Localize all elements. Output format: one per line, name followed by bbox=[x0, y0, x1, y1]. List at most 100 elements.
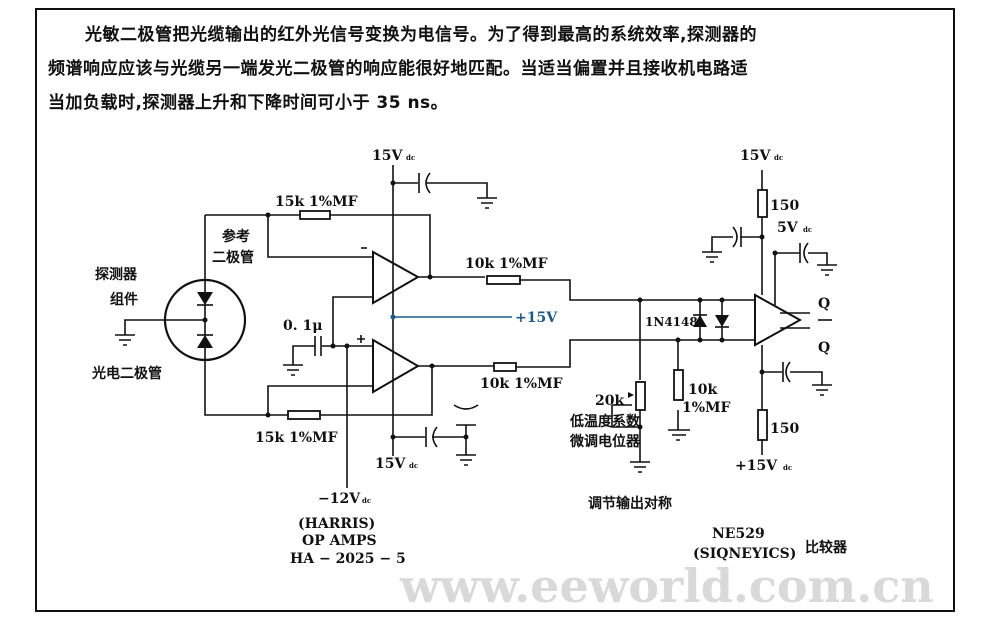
label-pot-value: 20k bbox=[595, 393, 624, 409]
resistor-10k-load bbox=[673, 369, 684, 401]
comparator-ne529 bbox=[754, 293, 803, 347]
node bbox=[637, 297, 643, 303]
bottom-feedback-wire bbox=[267, 366, 433, 416]
description-line-1: 光敏二极管把光缆输出的红外光信号变换为电信号。为了得到最高的系统效率,探测器的 bbox=[85, 25, 757, 45]
opamp-2 bbox=[372, 338, 420, 394]
label-15v-top: 15V bbox=[372, 148, 403, 164]
capacitor-0.1u bbox=[314, 336, 322, 356]
node bbox=[719, 337, 725, 343]
description-line-3: 当加负载时,探测器上升和下降时间可小于 35 ns。 bbox=[48, 93, 449, 113]
node bbox=[637, 424, 643, 430]
subscript: dc bbox=[409, 461, 418, 470]
resistor-10k-1 bbox=[486, 275, 521, 285]
label-q-bar: Q bbox=[818, 340, 830, 356]
photodiode-icon bbox=[197, 334, 213, 348]
node bbox=[265, 412, 271, 418]
node bbox=[202, 317, 208, 323]
node bbox=[697, 297, 703, 303]
description-line-2: 频谱响应应该与光缆另一端发光二极管的响应能很好地匹配。当适当偏置并且接收机电路适 bbox=[48, 59, 748, 79]
potentiometer-20k bbox=[635, 381, 646, 411]
label-reference-diode: 二极管 bbox=[212, 249, 254, 266]
resistor-150-bottom bbox=[757, 409, 768, 441]
label-r-out2: 10k 1%MF bbox=[480, 376, 563, 392]
label-r-bottom: 15k 1%MF bbox=[255, 430, 338, 446]
label-r-top: 15k 1%MF bbox=[275, 194, 358, 210]
opamp-type: OP AMPS bbox=[302, 533, 377, 549]
label-reference: 参考 bbox=[222, 228, 250, 245]
comparator-part: NE529 bbox=[712, 526, 765, 542]
subscript: dc bbox=[362, 496, 371, 505]
label-15v-bottom: 15V bbox=[375, 456, 406, 472]
ground-icon bbox=[456, 197, 497, 466]
label-diode: 1N4148 bbox=[645, 315, 698, 329]
subscript: dc bbox=[783, 463, 792, 472]
node bbox=[330, 343, 336, 349]
capacitor-bottom bbox=[425, 426, 438, 448]
node bbox=[265, 212, 271, 218]
node bbox=[772, 250, 778, 256]
label-detector: 探测器 bbox=[95, 266, 138, 283]
node bbox=[344, 343, 350, 349]
opamp-maker: (HARRIS) bbox=[298, 516, 375, 532]
resistor-10k-2 bbox=[493, 362, 517, 372]
plus-sign bbox=[357, 335, 365, 343]
label-rload-value: 10k bbox=[688, 382, 717, 398]
label-plus15: +15V bbox=[515, 310, 558, 326]
ground-icon bbox=[115, 334, 135, 346]
subscript: dc bbox=[406, 153, 415, 162]
resistor-15k-top bbox=[299, 210, 331, 220]
label-q: Q bbox=[818, 296, 830, 312]
opamp2-output-wire bbox=[418, 339, 755, 368]
label-assembly: 组件 bbox=[110, 291, 138, 308]
subscript: dc bbox=[803, 225, 812, 234]
resistor-15k-bottom bbox=[287, 410, 321, 420]
opamp-part: HA − 2025 − 5 bbox=[290, 551, 406, 567]
node bbox=[390, 434, 396, 440]
capacitor-top bbox=[418, 172, 431, 194]
label-r-out1: 10k 1%MF bbox=[465, 256, 548, 272]
label-cap: 0. 1μ bbox=[283, 318, 322, 334]
label-pot-desc-1: 低温度系数 bbox=[569, 413, 641, 430]
label-15v-right-bottom: +15V bbox=[735, 458, 778, 474]
node bbox=[427, 274, 433, 280]
resistor-150-top bbox=[757, 189, 768, 218]
node bbox=[429, 363, 435, 369]
label-comparator: 比较器 bbox=[805, 539, 848, 556]
supply-rail-wires bbox=[392, 165, 488, 456]
top-feedback-wire bbox=[205, 214, 431, 277]
potentiometer-wiper bbox=[628, 392, 634, 398]
comparator-capacitors bbox=[732, 226, 809, 383]
diode-1n4148-icon bbox=[693, 314, 707, 327]
diagram-frame bbox=[35, 8, 955, 612]
label-minus12: −12V bbox=[318, 491, 361, 507]
node bbox=[719, 297, 725, 303]
comparator-wires bbox=[711, 170, 828, 455]
opamp-1 bbox=[372, 250, 421, 305]
label-pot-desc-2: 微调电位器 bbox=[569, 433, 641, 450]
node bbox=[390, 314, 396, 320]
label-photodiode: 光电二极管 bbox=[91, 365, 162, 382]
detector-wires bbox=[124, 215, 268, 416]
node bbox=[463, 434, 469, 440]
ground-icon bbox=[702, 251, 837, 396]
node bbox=[759, 369, 765, 375]
label-rload-tol: 1%MF bbox=[682, 400, 731, 416]
watermark: www.eeworld.com.cn bbox=[399, 559, 934, 613]
reference-diode-icon bbox=[197, 292, 213, 306]
label-r150-top: 150 bbox=[770, 198, 799, 214]
label-r150-bottom: 150 bbox=[770, 421, 799, 437]
ground-icon bbox=[283, 364, 303, 376]
node bbox=[759, 234, 765, 240]
opamp1-output-wire bbox=[418, 276, 755, 301]
capacitor-vertical bbox=[453, 404, 479, 426]
diode-icon bbox=[715, 315, 729, 328]
ground-icon bbox=[630, 429, 690, 473]
node bbox=[390, 180, 396, 186]
label-15v-right-top: 15V bbox=[740, 148, 771, 164]
node bbox=[697, 337, 703, 343]
label-5v: 5V bbox=[777, 220, 799, 236]
comparator-maker: (SIQNEYICS) bbox=[693, 546, 796, 562]
subscript: dc bbox=[774, 153, 783, 162]
node bbox=[675, 337, 681, 343]
